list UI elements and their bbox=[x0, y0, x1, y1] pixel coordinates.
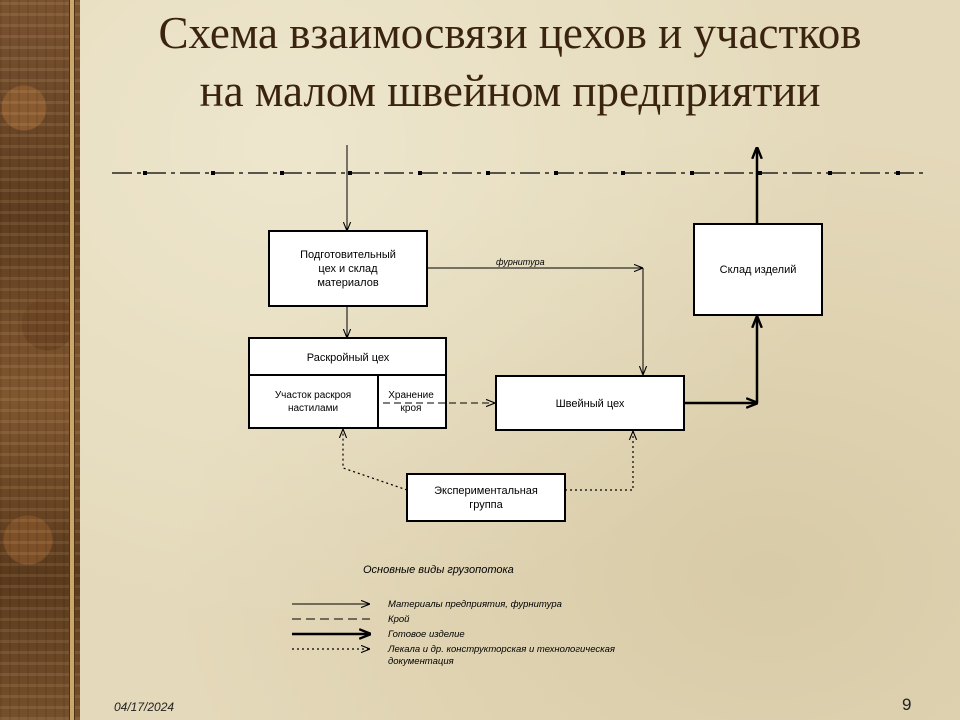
warehouse-label: Склад изделий bbox=[720, 264, 797, 276]
accessories-label: фурнитура bbox=[496, 257, 545, 267]
slide-page-number: 9 bbox=[902, 695, 912, 714]
legend-title: Основные виды грузопотока bbox=[363, 564, 514, 576]
storage-line-1: Хранение bbox=[388, 390, 434, 401]
prep-line-1: Подготовительный bbox=[300, 249, 396, 261]
exp-line-1: Экспериментальная bbox=[434, 485, 538, 497]
decorative-side-strip bbox=[0, 0, 80, 720]
legend-label-materials: Материалы предприятия, фурнитура bbox=[388, 599, 562, 610]
slide-title: Схема взаимосвязи цехов и участков на ма… bbox=[80, 4, 940, 120]
legend-label-finished: Готовое изделие bbox=[388, 629, 465, 640]
exp-line-2: группа bbox=[469, 499, 503, 511]
boundary-tick bbox=[554, 171, 558, 175]
title-line-1: Схема взаимосвязи цехов и участков bbox=[158, 8, 862, 58]
boundary-tick bbox=[828, 171, 832, 175]
title-line-2: на малом швейном предприятии bbox=[199, 66, 821, 116]
legend: Основные виды грузопотока Материалы пред… bbox=[292, 564, 615, 667]
cutting-area-line-1: Участок раскроя bbox=[275, 390, 351, 401]
boundary-tick bbox=[348, 171, 352, 175]
boundary-tick bbox=[418, 171, 422, 175]
boundary-tick bbox=[621, 171, 625, 175]
prep-line-3: материалов bbox=[317, 277, 379, 289]
box-preparatory-shop: Подготовительный цех и склад материалов bbox=[268, 230, 428, 307]
boundary-tick bbox=[896, 171, 900, 175]
cutting-area-line-2: настилами bbox=[288, 403, 338, 414]
boundary-line bbox=[112, 171, 928, 175]
legend-label-cut: Крой bbox=[388, 614, 410, 625]
box-warehouse: Склад изделий bbox=[693, 223, 823, 316]
box-experimental-group: Экспериментальная группа bbox=[406, 473, 566, 522]
boundary-tick bbox=[280, 171, 284, 175]
box-sewing-shop: Швейный цех bbox=[495, 375, 685, 431]
slide-date: 04/17/2024 bbox=[114, 700, 175, 714]
prep-line-2: цех и склад bbox=[318, 263, 378, 275]
storage-line-2: кроя bbox=[401, 403, 422, 414]
boundary-tick bbox=[486, 171, 490, 175]
legend-label-documentation-2: документация bbox=[388, 656, 454, 667]
boundary-tick bbox=[758, 171, 762, 175]
boundary-tick bbox=[690, 171, 694, 175]
accessories-flow: фурнитура bbox=[427, 257, 643, 375]
side-strip-border bbox=[69, 0, 75, 720]
boundary-tick bbox=[211, 171, 215, 175]
box-cutting-shop: Раскройный цех Участок раскроя настилами… bbox=[248, 337, 447, 429]
legend-label-documentation-1: Лекала и др. конструкторская и технологи… bbox=[387, 644, 615, 655]
sewing-label: Швейный цех bbox=[556, 398, 625, 410]
finished-product-flow bbox=[684, 148, 757, 403]
boundary-tick bbox=[143, 171, 147, 175]
cutting-label: Раскройный цех bbox=[307, 352, 390, 364]
